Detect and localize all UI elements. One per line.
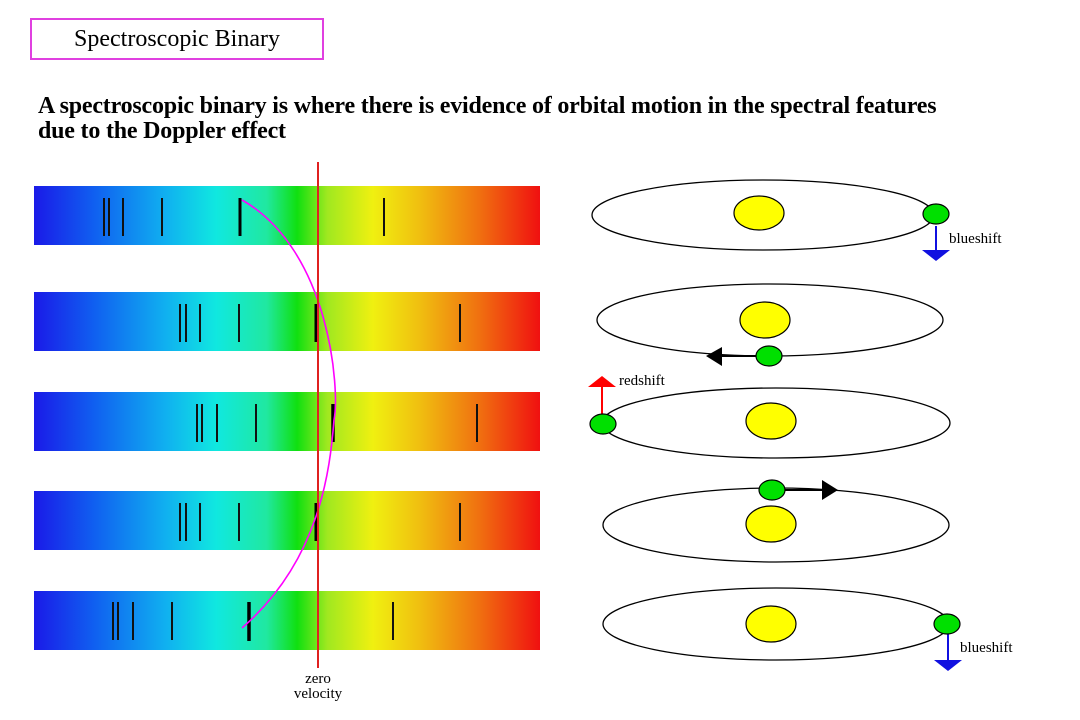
right-motion-arrow-icon (822, 480, 838, 500)
zero-velocity-label-2: velocity (294, 686, 343, 702)
spectrum-1 (34, 186, 540, 245)
primary-star (745, 505, 797, 543)
spectrum-4 (34, 491, 540, 550)
spectrum-2 (34, 292, 540, 351)
primary-star (745, 605, 797, 643)
spectrum-5 (34, 591, 540, 650)
spectrum-3 (34, 392, 540, 451)
primary-star (733, 195, 785, 231)
companion-star (589, 413, 617, 435)
companion-star (758, 479, 786, 501)
blueshift-arrow-icon (934, 660, 962, 671)
orbit-5: blueshift (602, 587, 1013, 671)
redshift-label: redshift (619, 373, 666, 389)
companion-star (933, 613, 961, 635)
companion-star (755, 345, 783, 367)
blueshift-label: blueshift (960, 640, 1013, 656)
left-motion-arrow-icon (706, 347, 722, 366)
companion-star (922, 203, 950, 225)
diagram-title: Spectroscopic Binary (74, 25, 280, 52)
orbit-2 (596, 283, 944, 367)
doppler-shift-curve (241, 199, 337, 629)
blueshift-label: blueshift (949, 231, 1002, 247)
primary-star (739, 301, 791, 339)
primary-star (745, 402, 797, 440)
redshift-arrow-icon (588, 376, 616, 387)
orbit-1: blueshift (591, 179, 1002, 261)
zero-velocity-label-1: zero (305, 671, 331, 687)
diagram-subtitle: A spectroscopic binary is where there is… (38, 93, 937, 144)
orbit-3: redshift (588, 373, 951, 459)
title-box: Spectroscopic Binary (30, 18, 324, 60)
blueshift-arrow-icon (922, 250, 950, 261)
orbit-4 (602, 479, 950, 563)
